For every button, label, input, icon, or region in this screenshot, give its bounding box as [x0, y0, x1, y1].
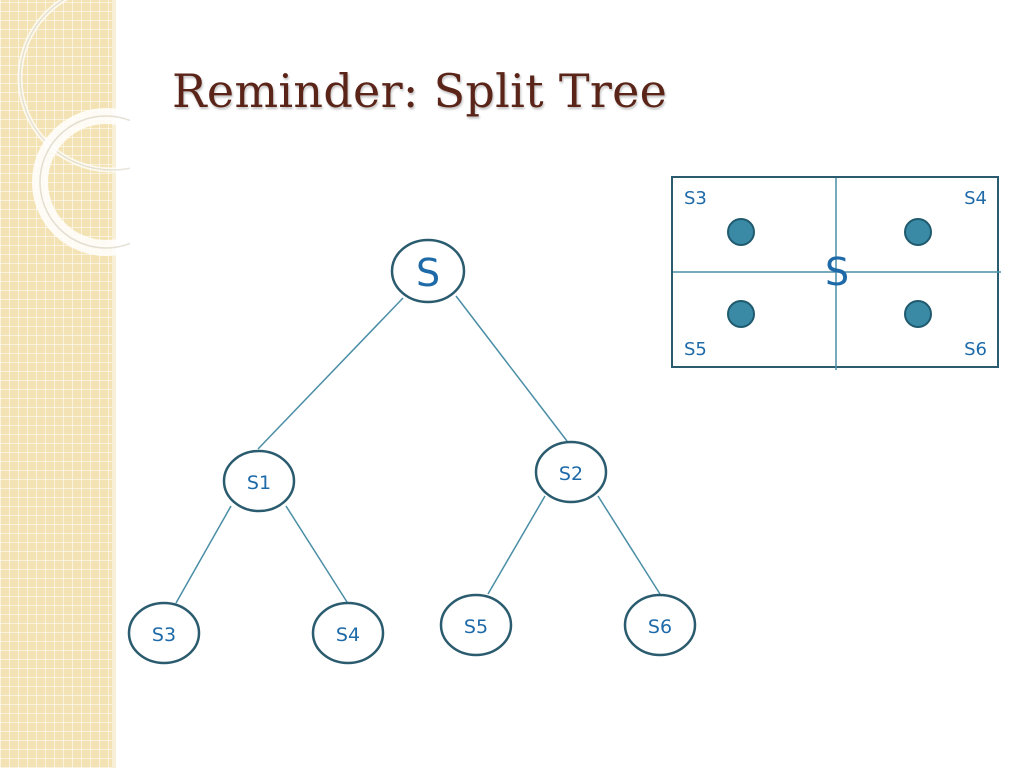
region-partition-diagram: S3 S4 S5 S6 S — [671, 176, 1001, 370]
tree-node-s1: S1 — [222, 449, 296, 513]
region-point-top-left — [727, 218, 755, 246]
tree-node-s4-circle — [311, 601, 385, 665]
tree-node-root-circle — [390, 238, 466, 304]
tree-node-root-label: S — [416, 251, 440, 295]
tree-node-s3: S3 — [127, 601, 201, 665]
tree-node-s4-label: S4 — [336, 624, 360, 646]
tree-node-s2-circle — [534, 440, 608, 504]
tree-node-s6-label: S6 — [648, 616, 672, 638]
region-label-bottom-left: S5 — [684, 339, 707, 360]
region-point-bottom-left — [727, 300, 755, 328]
tree-edge-s1-s4 — [285, 505, 348, 603]
region-point-bottom-right — [904, 300, 932, 328]
tree-node-root: S — [390, 238, 466, 304]
region-point-top-right — [904, 218, 932, 246]
tree-node-s3-label: S3 — [152, 624, 176, 646]
tree-edge-root-s2 — [455, 295, 568, 442]
tree-edge-s2-s5 — [487, 495, 546, 595]
tree-node-s6-circle — [623, 593, 697, 657]
tree-node-s2-label: S2 — [559, 463, 583, 485]
tree-edge-s1-s3 — [175, 505, 232, 604]
decorative-rings — [17, 0, 130, 256]
tree-node-s5-label: S5 — [464, 616, 488, 638]
tree-node-s1-label: S1 — [247, 472, 271, 494]
tree-node-s1-circle — [222, 449, 296, 513]
tree-edge-root-s1 — [257, 297, 404, 450]
tree-edge-s2-s6 — [597, 495, 661, 595]
region-label-bottom-right: S6 — [964, 339, 987, 360]
region-partition-graphic — [673, 178, 1001, 370]
tree-node-s5: S5 — [439, 593, 513, 657]
region-label-top-right: S4 — [964, 188, 987, 209]
tree-node-s3-circle — [127, 601, 201, 665]
slide-title: Reminder: Split Tree — [172, 64, 668, 118]
tree-edges — [175, 295, 661, 604]
tree-node-s2: S2 — [534, 440, 608, 504]
side-decoration-edge — [112, 0, 116, 768]
tree-node-s5-circle — [439, 593, 513, 657]
tree-node-s6: S6 — [623, 593, 697, 657]
region-center-label: S — [825, 250, 850, 294]
tree-node-s4: S4 — [311, 601, 385, 665]
region-label-top-left: S3 — [684, 188, 707, 209]
